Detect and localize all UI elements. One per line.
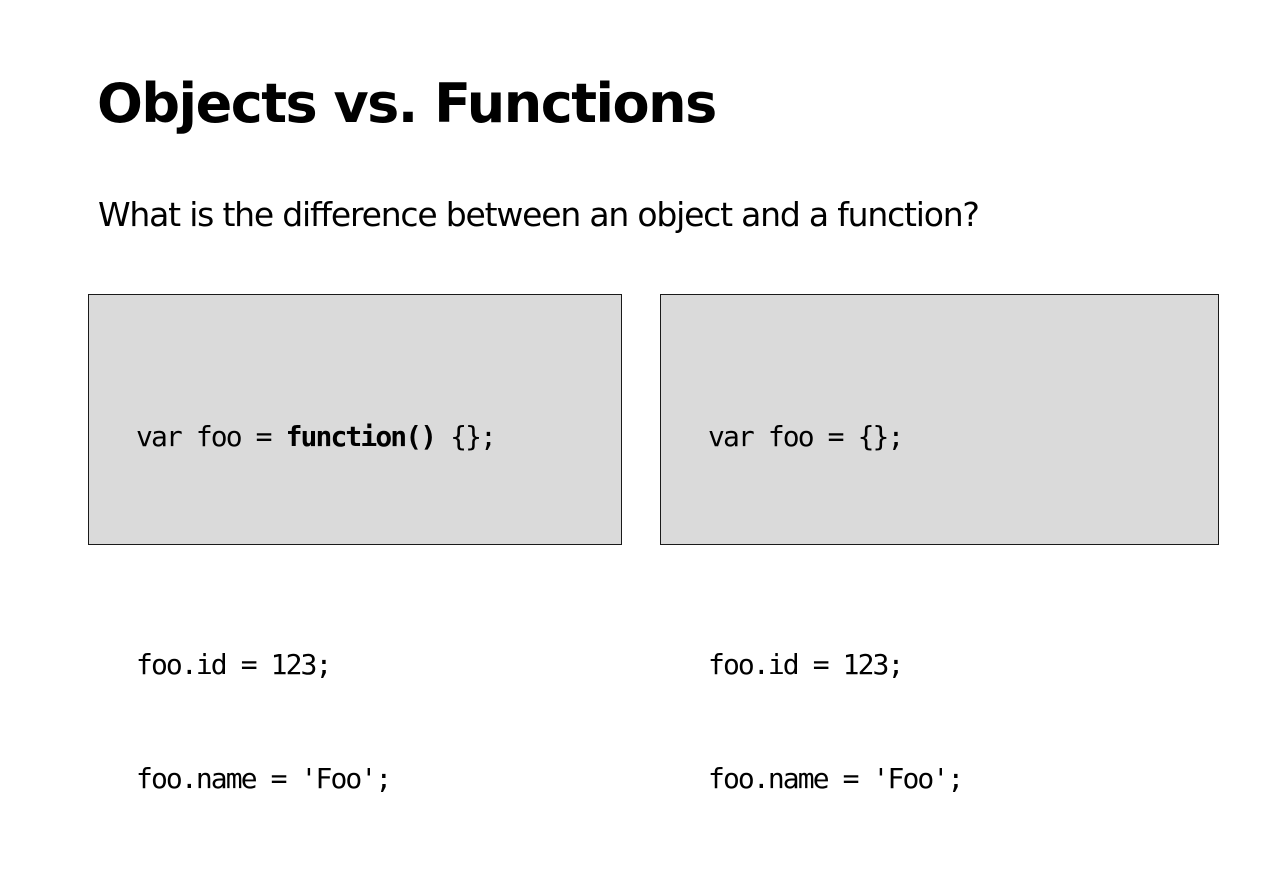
code-line: var foo = function() {}; — [136, 418, 497, 456]
code-line: foo.name = 'Foo'; — [708, 762, 964, 795]
slide: Objects vs. Functions What is the differ… — [88, 72, 1219, 795]
code-line: var foo = {}; — [708, 420, 904, 453]
code-line: foo.id = 123; — [136, 648, 332, 681]
code-line: foo.id = 123; — [708, 648, 904, 681]
slide-subtitle: What is the difference between an object… — [98, 195, 980, 234]
slide-title: Objects vs. Functions — [97, 72, 717, 135]
object-code-box: var foo = {}; foo.id = 123; foo.name = '… — [660, 294, 1219, 795]
code-line: foo.name = 'Foo'; — [136, 762, 392, 795]
function-code-box: var foo = function() {}; foo.id = 123; f… — [88, 294, 622, 795]
function-keyword: function() — [285, 420, 437, 453]
blank-code-line — [136, 532, 495, 570]
function-code-snippet: var foo = function() {}; foo.id = 123; f… — [136, 342, 497, 874]
code-text: {}; — [435, 420, 497, 453]
object-code-snippet: var foo = {}; foo.id = 123; foo.name = '… — [708, 342, 964, 874]
code-text: var foo = — [136, 420, 286, 453]
blank-code-line — [708, 532, 962, 570]
